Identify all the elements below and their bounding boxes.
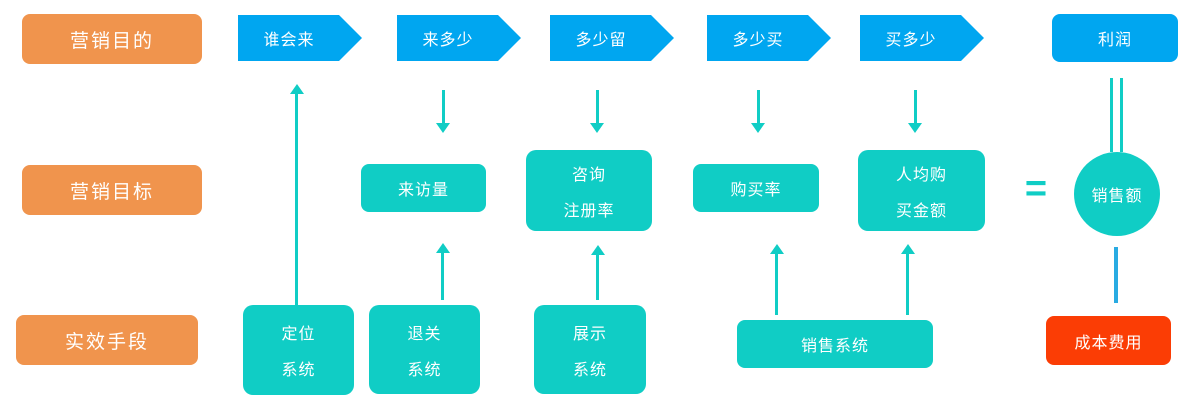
row-label-means-text: 实效手段 [64,331,149,353]
arrow-head-stay-to-consult [590,123,604,133]
avg-purchase-amount-line1: 人均购 [895,166,947,184]
row-label-means: 实效手段 [16,315,198,365]
positioning-system-line2: 系统 [281,362,316,379]
sales-system-label: 销售系统 [800,338,869,355]
arrow-line-stay-to-consult [596,90,599,124]
equals-sign: = [1024,167,1048,210]
line-sales-to-cost [1114,247,1118,303]
visitors-label: 来访量 [397,182,449,199]
purchase-rate-label: 购买率 [730,182,782,199]
chevron-how-many-buy: 多少买 [707,15,831,61]
arrow-head-positioning-to-who-comes [290,84,304,94]
display-system-line1: 展示 [572,325,607,343]
sales-amount-label: 销售额 [1091,188,1143,205]
avg-purchase-amount-box: 人均购 买金额 [858,150,985,231]
purchase-rate-box: 购买率 [693,164,819,212]
double-line-profit-left [1110,78,1113,152]
cost-expense-box: 成本费用 [1046,316,1171,365]
return-system-box: 退关 系统 [369,305,480,394]
row-label-goal: 营销目标 [22,165,202,215]
chevron-how-many-stay-label: 多少留 [575,32,627,49]
chevron-how-many-stay: 多少留 [550,15,674,61]
return-system-line2: 系统 [407,361,442,379]
chevron-buy-how-much-label: 买多少 [885,32,937,49]
arrow-line-display-to-consult [596,254,599,300]
chevron-who-comes: 谁会来 [238,15,362,61]
arrow-line-howmuch-to-avg [914,90,917,124]
visitors-box: 来访量 [361,164,486,212]
avg-purchase-amount-line2: 买金额 [895,202,947,220]
chevron-buy-how-much: 买多少 [860,15,984,61]
consult-register-rate-line2: 注册率 [563,202,615,220]
arrow-head-return-to-visitors [436,243,450,253]
chevron-how-many-buy-label: 多少买 [732,32,784,49]
arrow-line-come-to-visitors [442,90,445,124]
consult-register-rate-box: 咨询 注册率 [526,150,652,231]
arrow-head-howmuch-to-avg [908,123,922,133]
row-label-purpose: 营销目的 [22,14,202,64]
arrow-line-positioning-to-who-comes [295,93,298,305]
arrow-line-sales-to-purchase-rate [775,253,778,315]
profit-box: 利润 [1052,14,1178,62]
sales-system-box: 销售系统 [737,320,933,368]
consult-register-rate-line1: 咨询 [571,166,606,184]
double-line-profit-right [1120,78,1123,152]
sales-amount-circle: 销售额 [1074,152,1160,236]
row-label-purpose-text: 营销目的 [69,30,154,52]
arrow-head-sales-to-avg [901,244,915,254]
chevron-how-many-come: 来多少 [397,15,521,61]
chevron-who-comes-label: 谁会来 [263,32,315,49]
profit-label: 利润 [1097,32,1132,49]
positioning-system-box: 定位 系统 [243,305,354,395]
row-label-goal-text: 营销目标 [69,181,154,203]
arrow-head-come-to-visitors [436,123,450,133]
positioning-system-line1: 定位 [281,326,316,343]
arrow-head-buy-to-purchase-rate [751,123,765,133]
arrow-line-buy-to-purchase-rate [757,90,760,124]
arrow-head-sales-to-purchase-rate [770,244,784,254]
display-system-line2: 系统 [572,361,607,379]
display-system-box: 展示 系统 [534,305,646,394]
arrow-head-display-to-consult [591,245,605,255]
arrow-line-return-to-visitors [441,252,444,300]
cost-expense-label: 成本费用 [1074,334,1143,352]
arrow-line-sales-to-avg [906,253,909,315]
return-system-line1: 退关 [407,325,442,343]
chevron-how-many-come-label: 来多少 [422,32,474,49]
